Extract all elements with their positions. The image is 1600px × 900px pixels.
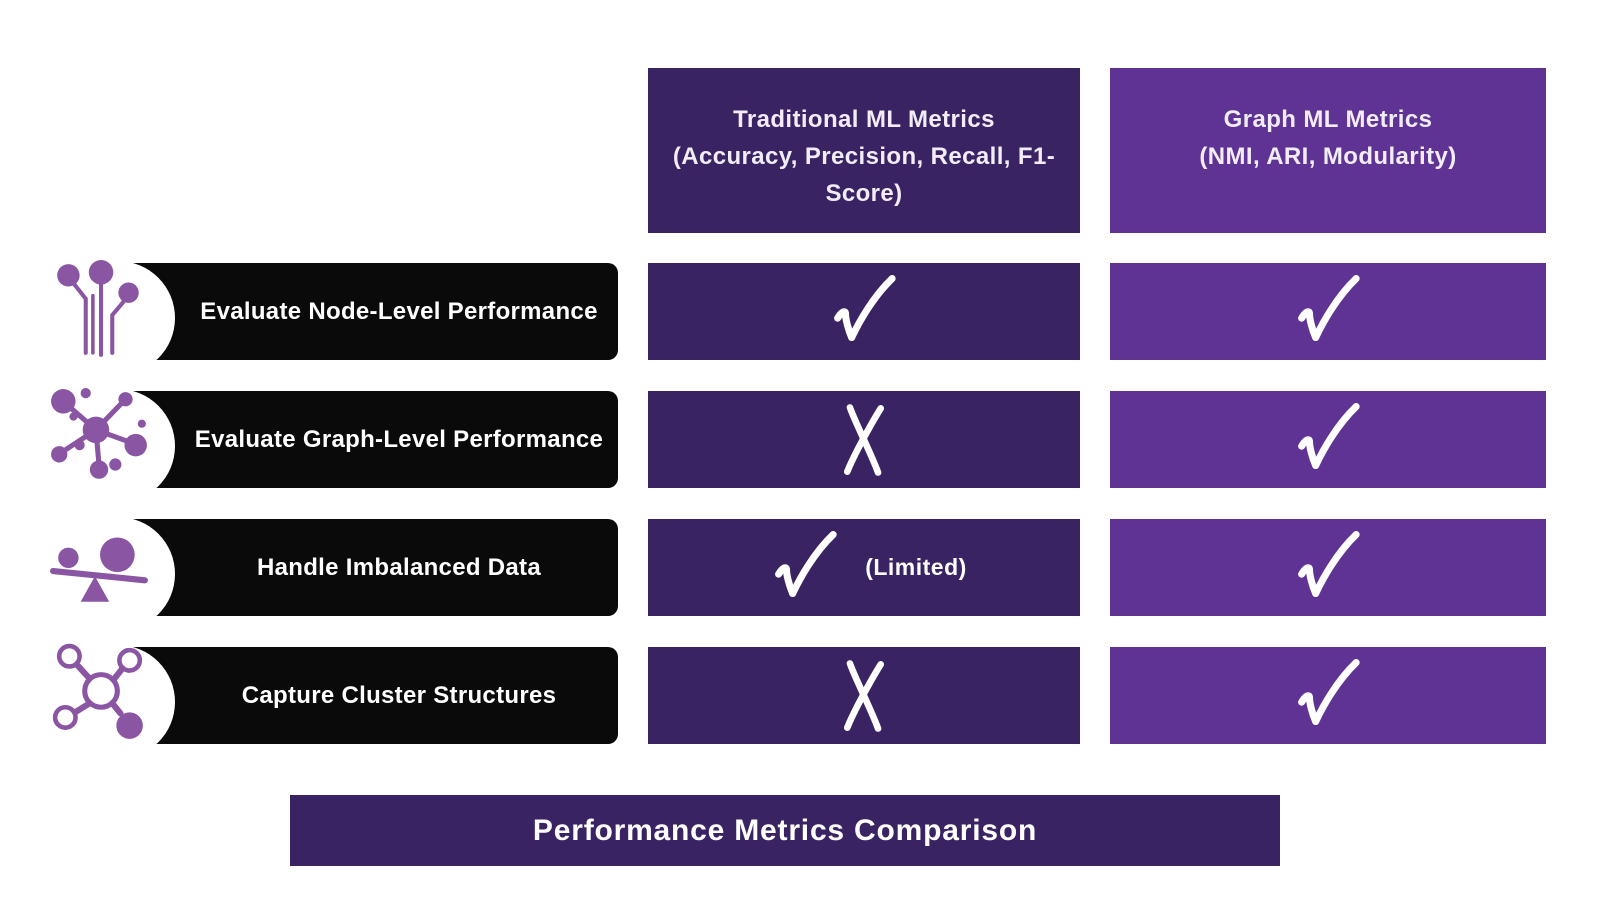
- criterion-label: Evaluate Graph-Level Performance: [194, 425, 604, 453]
- criterion-label: Capture Cluster Structures: [241, 681, 557, 709]
- check-icon: [834, 274, 896, 341]
- comparison-cell: [648, 647, 1080, 744]
- balance-scale-icon: [50, 537, 148, 602]
- node-pins-icon: [57, 260, 139, 357]
- network-hub-icon: [51, 388, 147, 479]
- result-mark: [1284, 268, 1372, 356]
- column-title: Traditional ML Metrics: [733, 106, 995, 133]
- result-mark: [820, 268, 908, 356]
- x-icon: [843, 659, 885, 732]
- icon-badge: [61, 261, 175, 375]
- limited-note: (Limited): [865, 554, 967, 580]
- comparison-cell: [648, 263, 1080, 360]
- comparison-cell: [1110, 647, 1546, 744]
- result-mark: [1284, 524, 1372, 612]
- column-header-traditional: Traditional ML Metrics (Accuracy, Precis…: [648, 68, 1080, 233]
- criterion-label: Handle Imbalanced Data: [256, 553, 542, 581]
- check-icon: [1298, 274, 1360, 341]
- check-icon: [1298, 402, 1360, 469]
- footer-title-bar: Performance Metrics Comparison: [290, 795, 1280, 866]
- comparison-cell: [1110, 519, 1546, 616]
- check-icon: [1298, 658, 1360, 725]
- comparison-cell: [1110, 391, 1546, 488]
- result-mark: [1284, 396, 1372, 484]
- result-mark: [820, 652, 908, 740]
- result-mark: [761, 524, 849, 612]
- row-label-bar: Evaluate Graph-Level Performance: [51, 388, 618, 503]
- result-mark: [820, 396, 908, 484]
- column-subtitle: (NMI, ARI, Modularity): [1199, 143, 1457, 170]
- check-icon: [1298, 530, 1360, 597]
- column-title: Graph ML Metrics: [1223, 106, 1433, 133]
- page-title: Performance Metrics Comparison: [532, 813, 1038, 847]
- cluster-nodes-icon: [52, 643, 143, 739]
- criterion-label: Evaluate Node-Level Performance: [200, 297, 598, 325]
- result-mark: [1284, 652, 1372, 740]
- row-label-bar: Capture Cluster Structures: [52, 643, 618, 759]
- comparison-cell: [648, 391, 1080, 488]
- column-subtitle: (Accuracy, Precision, Recall, F1-Score): [672, 143, 1056, 207]
- x-icon: [843, 403, 885, 476]
- row-label-bar: Evaluate Node-Level Performance: [57, 260, 618, 375]
- row-label-bar: Handle Imbalanced Data: [50, 517, 618, 631]
- comparison-cell: (Limited): [648, 519, 1080, 616]
- comparison-cell: [1110, 263, 1546, 360]
- column-header-graph: Graph ML Metrics (NMI, ARI, Modularity): [1110, 68, 1546, 233]
- check-icon: [775, 530, 837, 597]
